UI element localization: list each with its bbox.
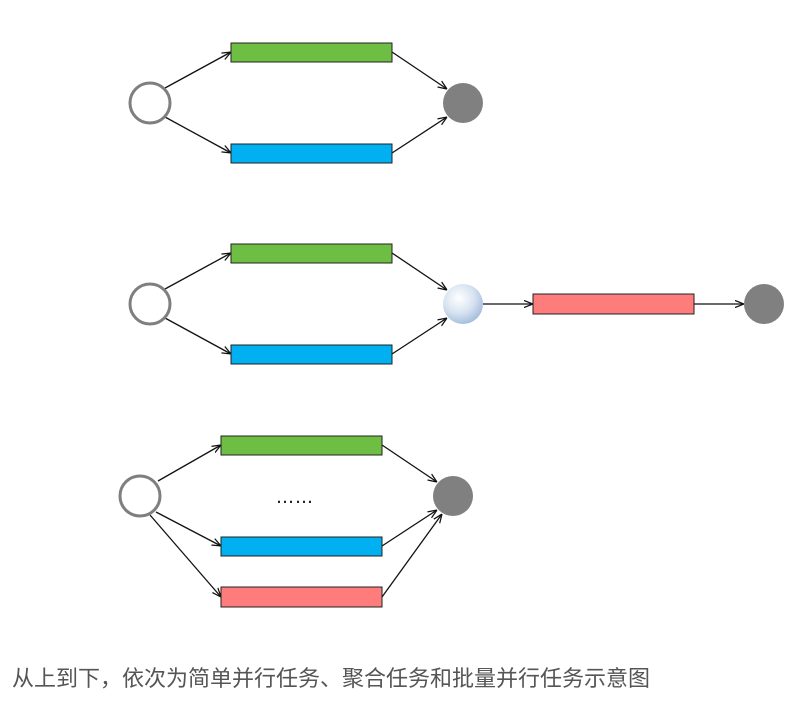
end-node [433, 476, 473, 516]
edge [164, 253, 231, 290]
end-node [443, 83, 483, 123]
simple-parallel-diagram [128, 42, 483, 164]
figure-caption: 从上到下，依次为简单并行任务、聚合任务和批量并行任务示意图 [12, 667, 651, 692]
edge [381, 444, 437, 482]
task-bar-blue [230, 344, 393, 365]
edge [381, 510, 437, 547]
batch-parallel-diagram: …… [118, 435, 473, 608]
task-bar-blue [230, 143, 393, 164]
start-node [128, 81, 172, 125]
ellipsis-indicator: …… [276, 487, 314, 508]
task-bar-blue [220, 536, 383, 557]
edge [164, 116, 231, 153]
task-bar-red [532, 293, 695, 315]
edge [155, 511, 221, 546]
edge [381, 514, 442, 598]
edge [149, 514, 221, 597]
start-node [128, 282, 172, 326]
end-node [744, 284, 784, 324]
merge-node [443, 284, 483, 324]
task-bar-red [220, 586, 383, 608]
edge [164, 52, 231, 89]
start-node [118, 474, 162, 518]
edge [391, 318, 447, 355]
aggregation-diagram [128, 243, 784, 365]
edge [157, 445, 221, 482]
edge [391, 117, 447, 154]
parallel-task-diagrams: …… [118, 42, 784, 608]
task-bar-green [230, 243, 393, 264]
edge [391, 252, 447, 290]
edge [164, 317, 231, 354]
task-bar-green [220, 435, 383, 456]
task-bar-green [230, 42, 393, 63]
edge [391, 51, 447, 89]
